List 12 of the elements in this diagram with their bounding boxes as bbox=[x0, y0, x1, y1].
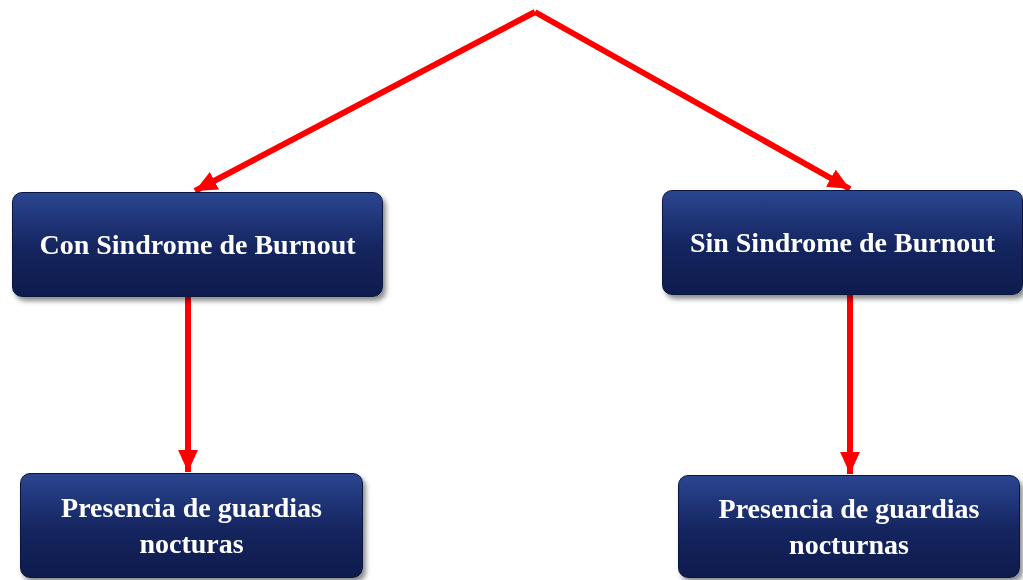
arrow bbox=[533, 9, 852, 192]
process-box bbox=[12, 192, 383, 297]
process-box bbox=[662, 190, 1023, 295]
arrow bbox=[840, 295, 860, 474]
arrow bbox=[193, 9, 537, 194]
arrow bbox=[178, 297, 198, 472]
process-box bbox=[678, 475, 1020, 578]
process-box bbox=[20, 473, 363, 578]
box-label: Presencia de guardias nocturnas bbox=[717, 491, 981, 562]
box-label: Con Sindrome de Burnout bbox=[38, 227, 357, 262]
box-label: Presencia de guardias nocturas bbox=[60, 490, 323, 561]
box-label: Sin Sindrome de Burnout bbox=[688, 225, 997, 260]
